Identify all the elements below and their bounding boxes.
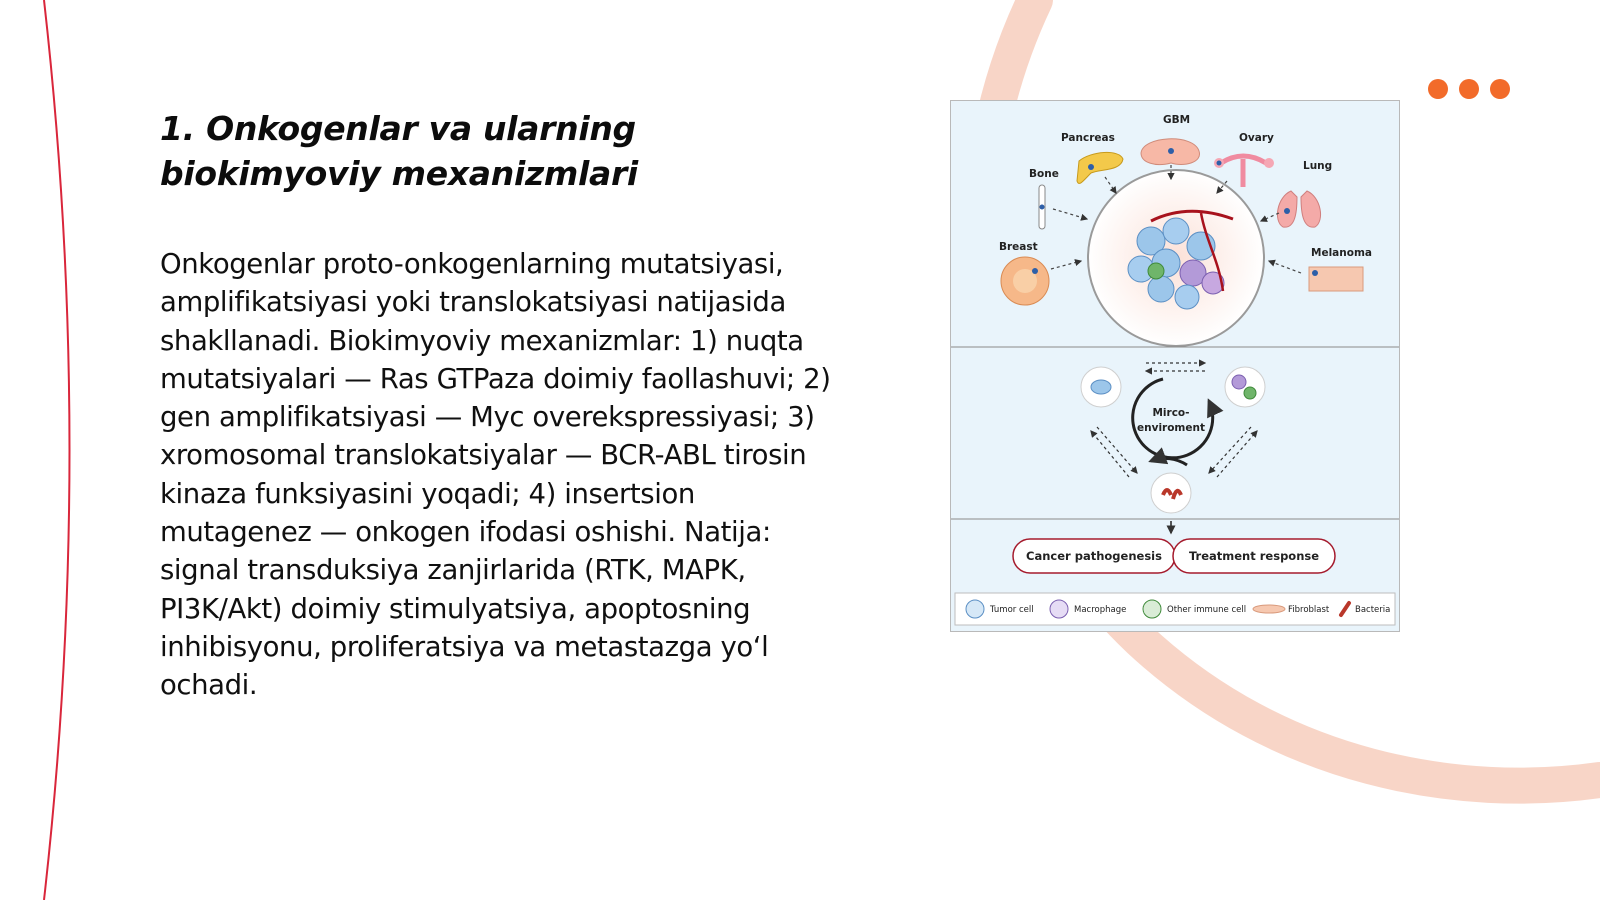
legend-bacteria: Bacteria (1355, 605, 1390, 615)
lung-icon (1276, 190, 1322, 228)
legend-immune-icon (1142, 599, 1162, 619)
legend-tumor: Tumor cell (989, 605, 1034, 615)
dot-icon (1490, 79, 1510, 99)
legend-immune: Other immune cell (1167, 605, 1246, 615)
label-melanoma: Melanoma (1311, 247, 1372, 259)
legend-fibroblast: Fibroblast (1288, 605, 1330, 615)
label-ovary: Ovary (1239, 132, 1274, 144)
label-pancreas: Pancreas (1061, 132, 1115, 144)
immune-cells-icon (1224, 366, 1266, 408)
label-bone: Bone (1029, 168, 1059, 180)
organs-panel: GBM Pancreas Ovary Bone Lung Breast Mela… (999, 114, 1372, 347)
label-breast: Breast (999, 241, 1038, 253)
brain-icon (1140, 138, 1200, 166)
microenv-label-1: Mirco- (1152, 407, 1189, 419)
dot-icon (1428, 79, 1448, 99)
legend-bacteria-icon (1339, 601, 1351, 617)
treatment-response-label: Treatment response (1189, 549, 1319, 563)
microenvironment-figure: GBM Pancreas Ovary Bone Lung Breast Mela… (950, 100, 1400, 632)
slide-title: 1. Onkogenlar va ularning biokimyoviy me… (160, 109, 638, 193)
microenv-label-2: enviroment (1137, 422, 1205, 434)
legend-tumor-icon (965, 599, 985, 619)
left-red-curve (43, 0, 71, 900)
treatment-response-pill (1172, 538, 1336, 574)
tumor-cluster-icon (1127, 209, 1234, 310)
legend-macrophage-icon (1049, 599, 1069, 619)
label-gbm: GBM (1163, 114, 1190, 126)
outcomes-panel: Cancer pathogenesis Treatment response (1012, 538, 1336, 574)
ovary-icon (1214, 153, 1274, 187)
legend-macrophage: Macrophage (1074, 605, 1126, 615)
decorative-dots (1428, 79, 1510, 99)
legend-fibroblast-icon (1252, 604, 1286, 614)
slide-body-text: Onkogenlar proto-onkogenlarning mutatsiy… (160, 248, 831, 702)
skin-icon (1308, 266, 1364, 292)
label-lung: Lung (1303, 160, 1332, 172)
breast-icon (1000, 256, 1050, 306)
pancreas-icon (1076, 152, 1124, 184)
dot-icon (1459, 79, 1479, 99)
bone-icon (1038, 184, 1046, 230)
cancer-pathogenesis-label: Cancer pathogenesis (1026, 549, 1162, 563)
microenvironment-panel: Mirco- enviroment (1080, 359, 1266, 514)
figure-legend: Tumor cell Macrophage Other immune cell … (954, 592, 1396, 626)
